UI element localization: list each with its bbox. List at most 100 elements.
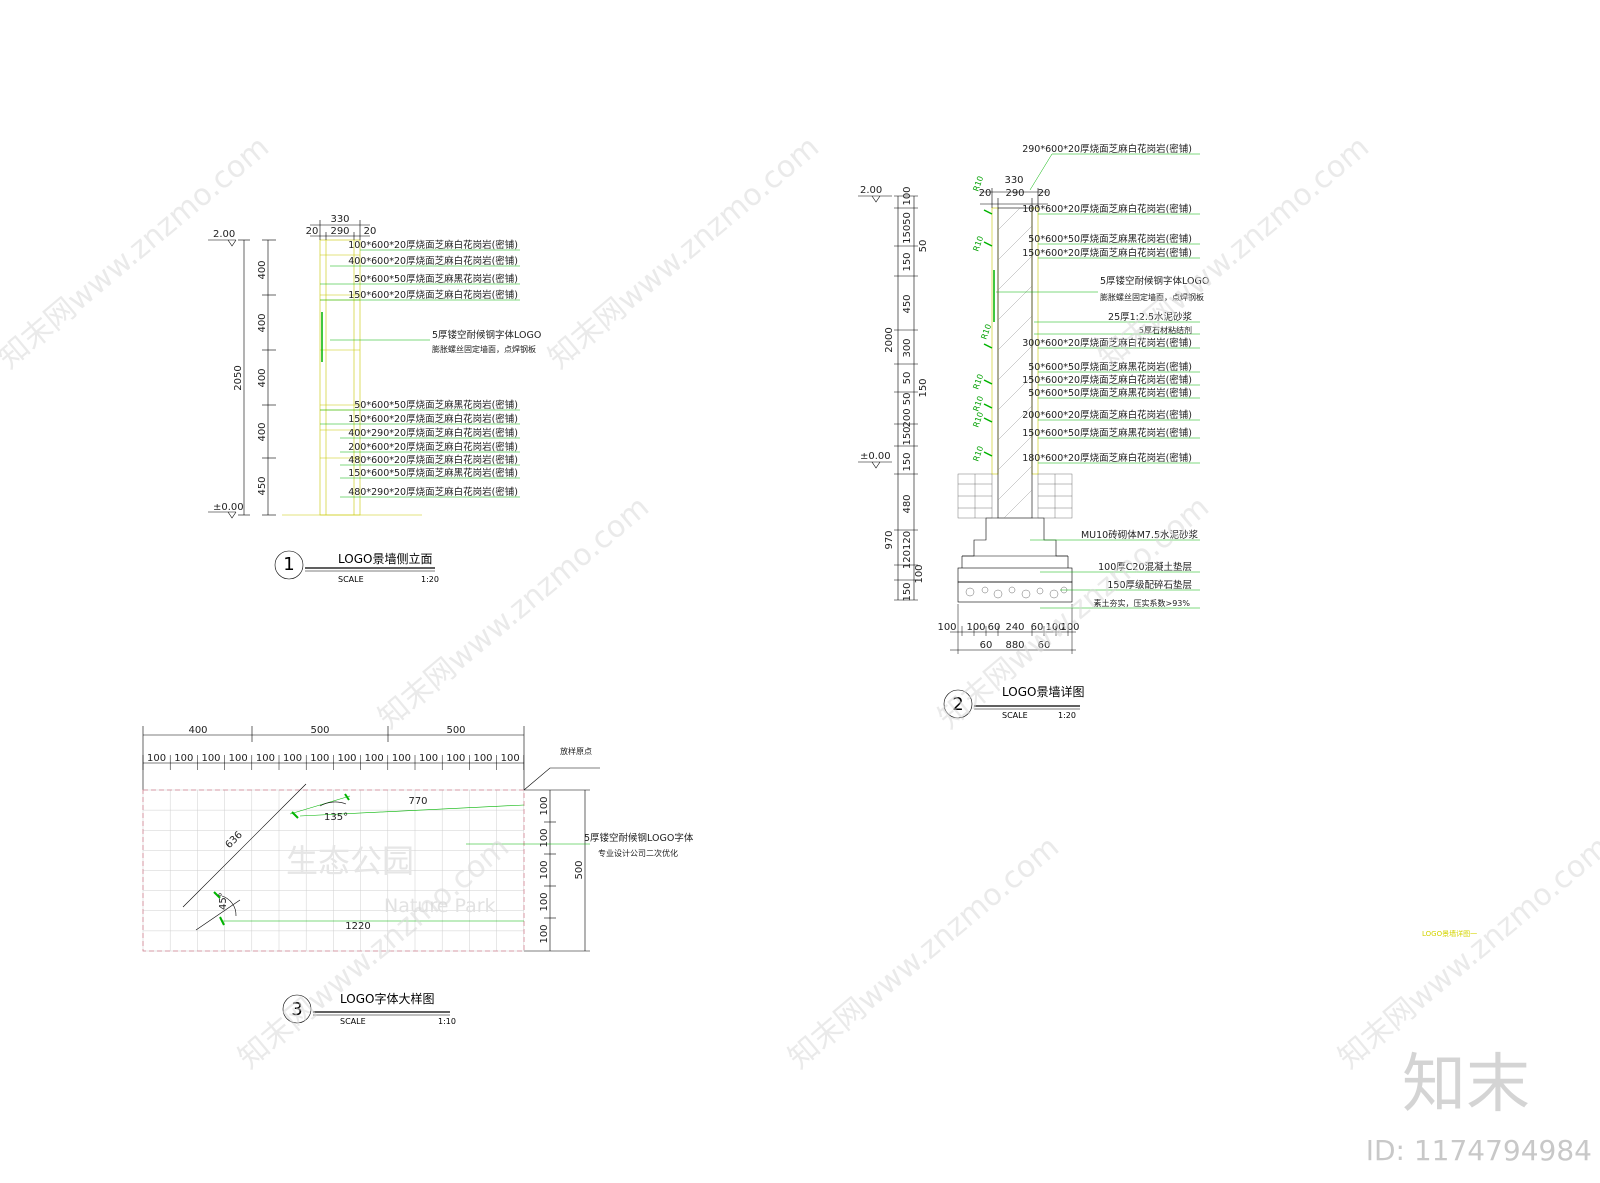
d1-level-top: 2.00: [213, 229, 235, 240]
d1-callout: 400*600*20厚烧面芝麻白花岗岩(密铺): [348, 255, 518, 267]
d2-bottom-dim: 100: [1060, 622, 1079, 633]
watermark-text: 知末网www.znzmo.com: [372, 490, 656, 736]
d1-top-dim: 330: [330, 214, 349, 225]
d1-title: LOGO景墙侧立面: [338, 551, 432, 566]
d2-level-top: 2.00: [860, 185, 882, 196]
d2-title: LOGO景墙详图: [1002, 684, 1084, 699]
d3-top-dim: 400: [188, 725, 207, 736]
d1-callout: 200*600*20厚烧面芝麻白花岗岩(密铺): [348, 441, 518, 453]
d3-grid-dim: 100: [473, 753, 492, 764]
d3-number: 3: [291, 999, 302, 1020]
d2-number: 2: [952, 694, 963, 715]
d2-callout: 5厚石材粘结剂: [1139, 325, 1192, 335]
d3-angle-135: 135°: [324, 812, 348, 823]
d3-dim-636: 636: [224, 830, 245, 851]
d2-left-dim: 100: [902, 186, 913, 205]
d3-logo-en: Nature Park: [384, 895, 496, 917]
d1-total-height: 2050: [233, 365, 244, 390]
drawing-1-side-elevation: [208, 220, 520, 580]
d2-scale: 1:20: [1058, 711, 1076, 720]
d3-dim-770: 770: [408, 796, 427, 807]
d2-left-dim: 450: [902, 294, 913, 313]
d2-left-dim: 200 50: [902, 393, 913, 428]
d3-grid-dim: 100: [256, 753, 275, 764]
d3-right-dim: 100: [539, 828, 550, 847]
d2-bottom-dim2: 60: [980, 640, 993, 651]
d1-level-bottom: ±0.00: [213, 502, 244, 513]
d1-callout: 50*600*50厚烧面芝麻黑花岗岩(密铺): [354, 399, 518, 411]
d2-callout: 50*600*50厚烧面芝麻黑花岗岩(密铺): [1028, 361, 1192, 373]
sheet-label: LOGO景墙详图一: [1422, 929, 1477, 938]
d2-rebar-label: R10: [971, 373, 985, 391]
d3-grid-dim: 100: [283, 753, 302, 764]
d1-callout: 150*600*20厚烧面芝麻白花岗岩(密铺): [348, 289, 518, 301]
d1-callout: 480*290*20厚烧面芝麻白花岗岩(密铺): [348, 486, 518, 498]
d1-top-dim: 290: [330, 226, 349, 237]
d2-callout: 150厚级配碎石垫层: [1107, 579, 1192, 591]
d1-callout: 150*600*20厚烧面芝麻白花岗岩(密铺): [348, 413, 518, 425]
d2-bottom-dim: 100: [966, 622, 985, 633]
watermark-text: 知末网www.znzmo.com: [0, 130, 276, 376]
d2-bottom-dim: 100: [937, 622, 956, 633]
d3-top-dim: 500: [310, 725, 329, 736]
d3-logo-cn: 生态公园: [286, 842, 414, 880]
d2-left-dim: 15050: [902, 212, 913, 244]
d1-callout: 膨胀螺丝固定墙面，点焊钢板: [432, 344, 536, 354]
d2-left-dim: 100: [914, 564, 925, 583]
d2-callout: 180*600*20厚烧面芝麻白花岗岩(密铺): [1022, 452, 1192, 464]
d2-bottom-dim: 60: [1031, 622, 1044, 633]
d2-left-dim: 120120: [902, 531, 913, 569]
d2-rebar-label: R10: [971, 445, 985, 463]
d1-vdim: 400: [257, 368, 268, 387]
d2-bottom-dim: 100: [1045, 622, 1064, 633]
d3-grid-dim: 100: [147, 753, 166, 764]
d2-callout: 150*600*20厚烧面芝麻白花岗岩(密铺): [1022, 247, 1192, 259]
d2-callout: 5厚镂空耐候钢字体LOGO: [1100, 275, 1209, 287]
d2-callout: 200*600*20厚烧面芝麻白花岗岩(密铺): [1022, 409, 1192, 421]
d2-callout: 290*600*20厚烧面芝麻白花岗岩(密铺): [1022, 143, 1192, 155]
d3-scale: 1:10: [438, 1017, 456, 1026]
d3-grid-dim: 100: [501, 753, 520, 764]
drawing-2-texts: 2.00 ±0.00 2000 970 100 15050 150 450 30…: [860, 143, 1209, 720]
d2-callout: 25厚1:2.5水泥砂浆: [1108, 311, 1192, 323]
d2-rebar-label: R10: [971, 395, 985, 413]
d2-left-dim: 150: [902, 252, 913, 271]
d2-top-dim: 20: [1038, 188, 1051, 199]
d2-callout: 50*600*50厚烧面芝麻黑花岗岩(密铺): [1028, 387, 1192, 399]
d2-callout: 50*600*50厚烧面芝麻黑花岗岩(密铺): [1028, 233, 1192, 245]
d2-rebar-label: R10: [971, 411, 985, 429]
d3-grid-dim: 100: [174, 753, 193, 764]
d3-grid-dim: 100: [446, 753, 465, 764]
d2-left-dim: 150: [902, 426, 913, 445]
d2-callout: MU10砖砌体M7.5水泥砂浆: [1081, 529, 1199, 541]
watermark-id: ID: 1174794984: [1366, 1134, 1592, 1167]
d1-top-dim: 20: [364, 226, 377, 237]
d1-number: 1: [283, 554, 294, 575]
drawing-1-texts: 2.00 ±0.00 2050 400 400 400 400 450 330 …: [213, 214, 541, 584]
watermark-layer: 知末网www.znzmo.com 知末网www.znzmo.com 知末网www…: [0, 130, 1600, 1076]
d3-title: LOGO字体大样图: [340, 991, 434, 1006]
d1-scale: 1:20: [421, 575, 439, 584]
d3-grid-dim: 100: [419, 753, 438, 764]
d2-callout: 100*600*20厚烧面芝麻白花岗岩(密铺): [1022, 203, 1192, 215]
d2-inner-dim: 50: [918, 240, 929, 253]
watermark-text: 知末网www.znzmo.com: [1332, 830, 1600, 1076]
d3-grid-dim: 100: [201, 753, 220, 764]
d3-right-dim: 100: [539, 796, 550, 815]
d2-left-dim: 50: [902, 372, 913, 385]
d3-right-dim: 100: [539, 892, 550, 911]
d3-grid-dim: 100: [365, 753, 384, 764]
d1-callout: 5厚镂空耐候钢字体LOGO: [432, 329, 541, 341]
d1-callout: 480*600*20厚烧面芝麻白花岗岩(密铺): [348, 454, 518, 466]
d2-scale-label: SCALE: [1002, 711, 1028, 720]
d3-right-dim: 100: [539, 924, 550, 943]
d2-callout: 素土夯实，压实系数>93%: [1094, 598, 1191, 608]
d2-total: 970: [884, 530, 895, 549]
d3-origin-label: 放样原点: [560, 746, 592, 756]
watermark-text: 知末网www.znzmo.com: [542, 130, 826, 376]
d3-top-dim: 500: [446, 725, 465, 736]
d1-scale-label: SCALE: [338, 575, 364, 584]
d1-vdim: 450: [257, 476, 268, 495]
d2-callout: 100厚C20混凝土垫层: [1098, 561, 1192, 573]
